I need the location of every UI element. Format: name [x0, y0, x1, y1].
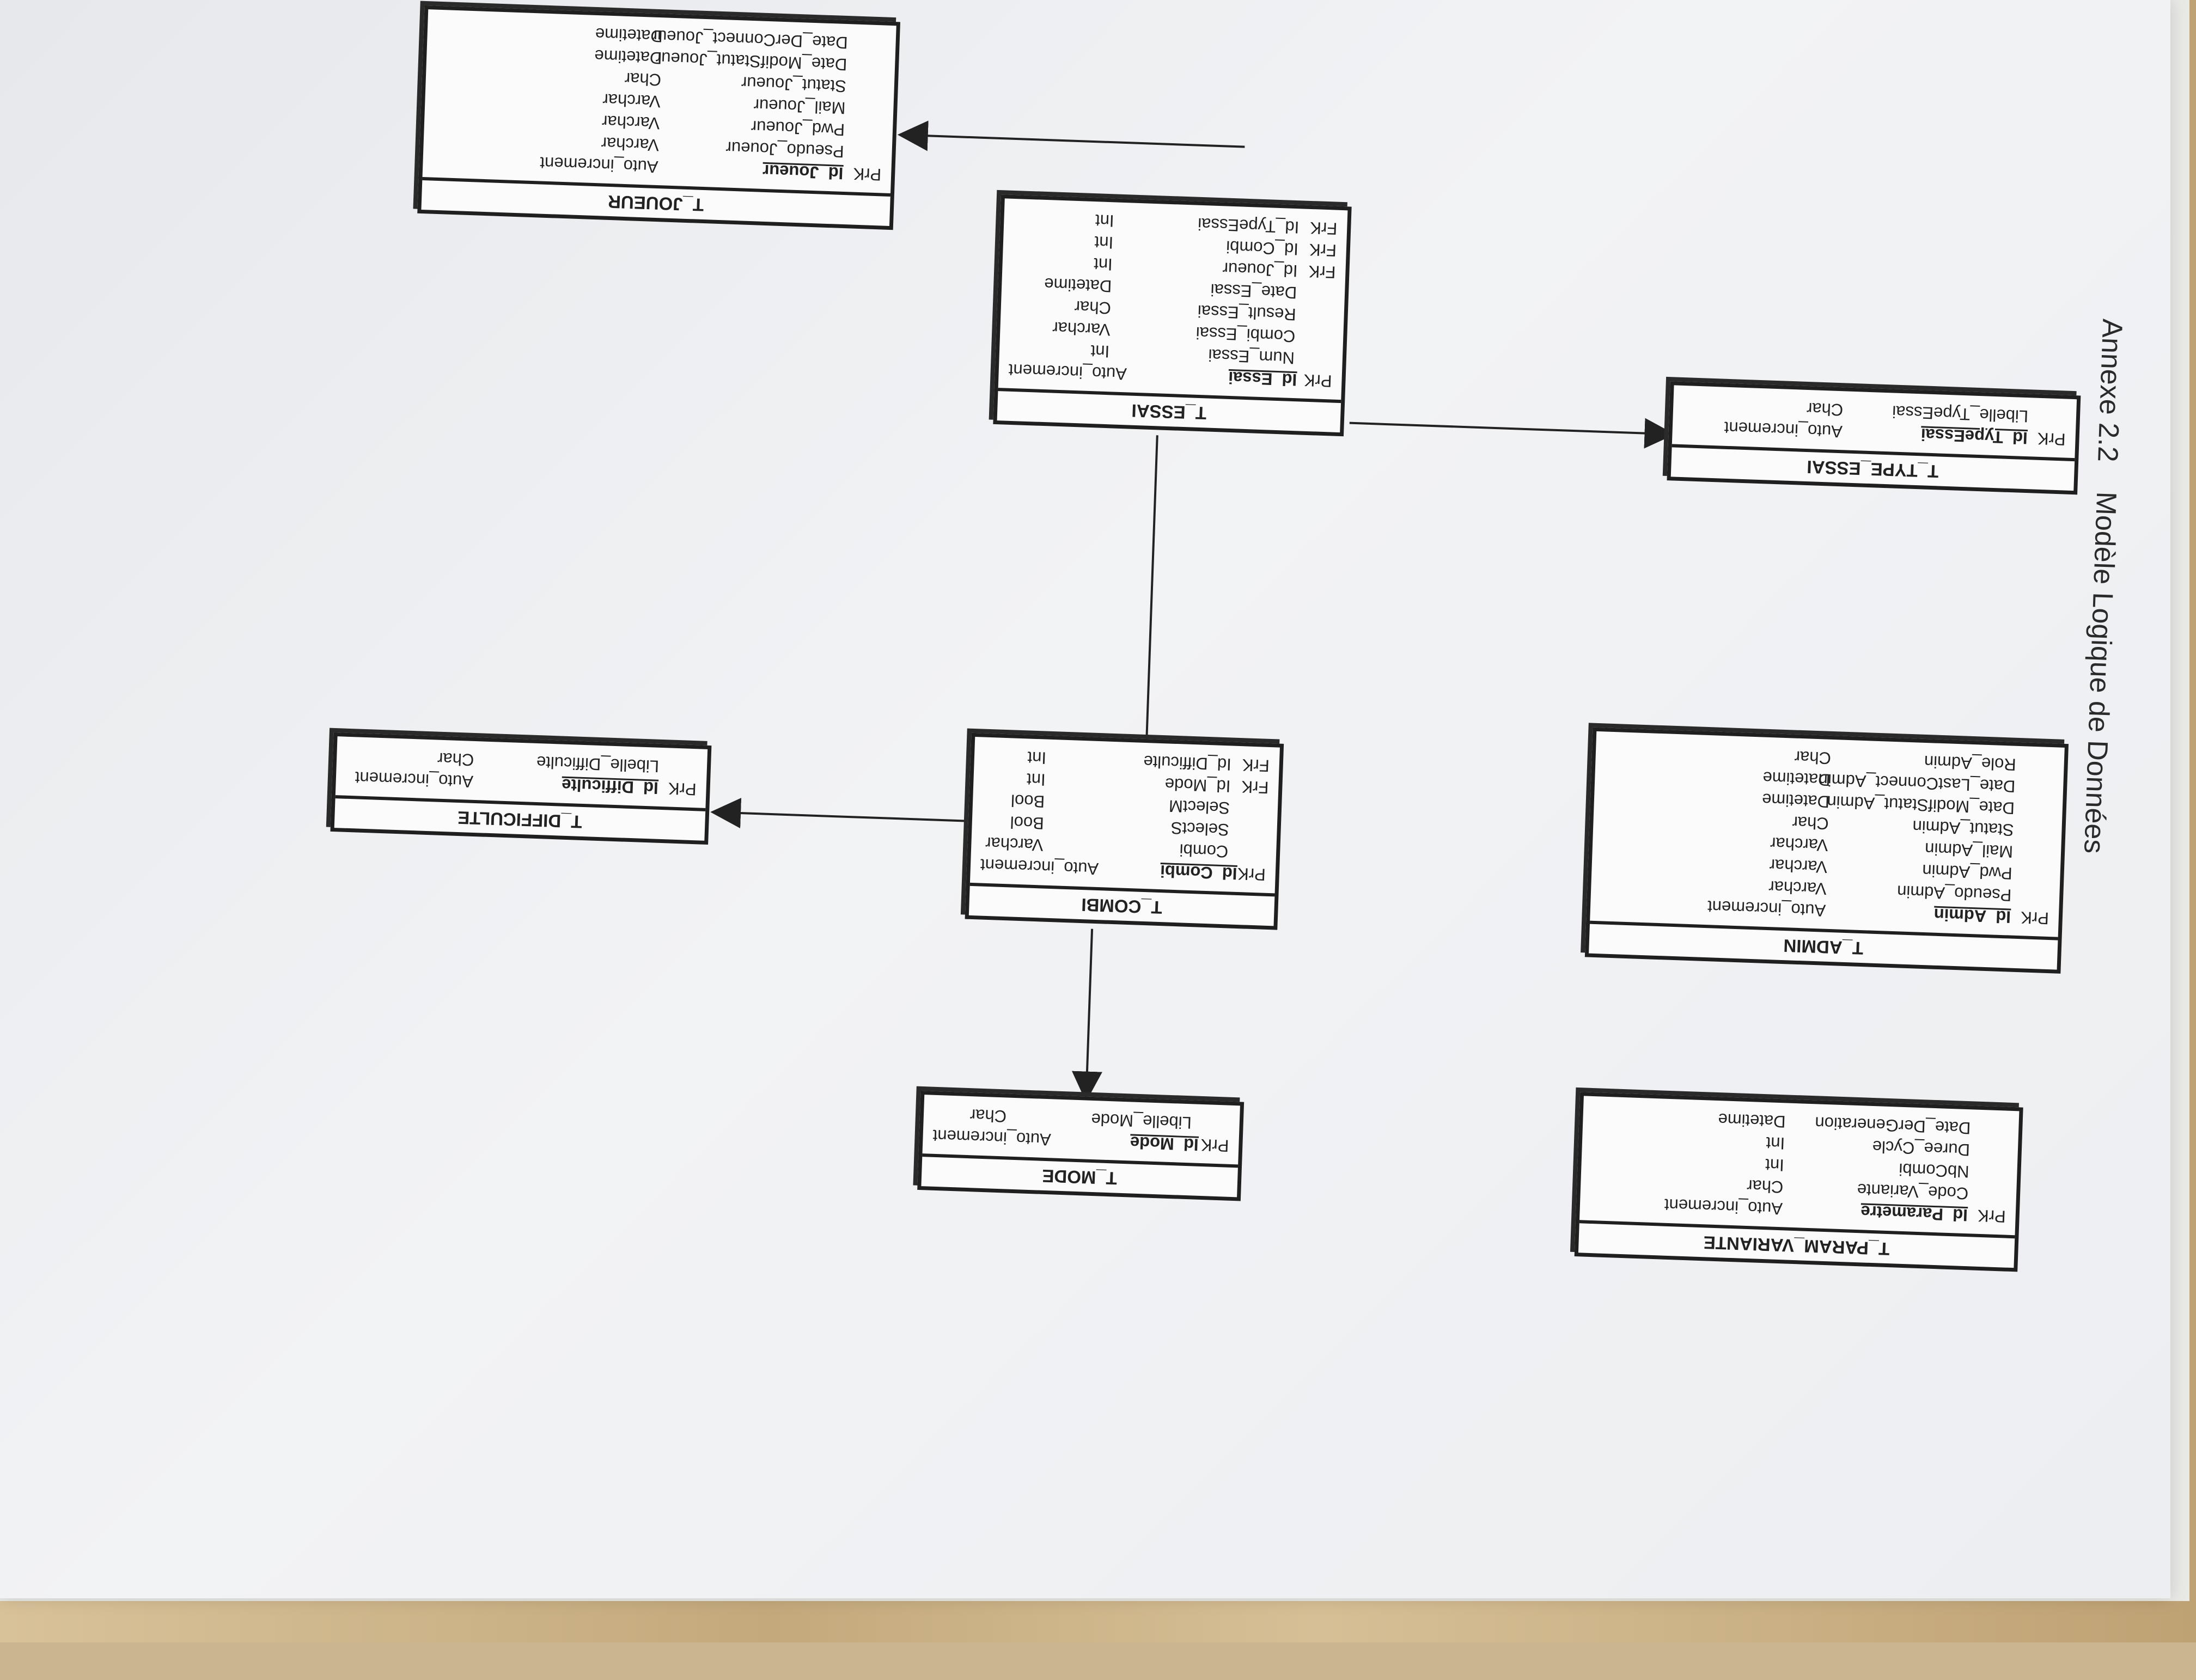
- key-flag: [1969, 1160, 2008, 1183]
- column-type: Int: [1094, 233, 1114, 253]
- column-type: Auto_increment: [980, 855, 1099, 879]
- key-flag: [1228, 840, 1267, 863]
- link-combi-mode: [1071, 928, 1102, 1102]
- column-type: Varchar: [1052, 318, 1111, 340]
- key-flag: [1229, 797, 1268, 820]
- key-flag: [844, 140, 882, 163]
- column-type: Auto_increment: [1008, 360, 1127, 384]
- key-flag: PrK: [1237, 864, 1266, 884]
- key-flag: [2028, 405, 2066, 428]
- column-type: Datetime: [1044, 274, 1112, 296]
- key-flag: [2011, 884, 2050, 907]
- key-flag: PrK: [1303, 370, 1333, 391]
- column-type: Int: [1090, 341, 1110, 362]
- key-flag: [847, 32, 886, 54]
- column-type: Int: [1027, 748, 1047, 768]
- key-flag: [1296, 282, 1335, 304]
- key-flag: [1968, 1182, 2006, 1205]
- key-flag: PrK: [2020, 908, 2049, 928]
- link-essai-combi: [1131, 435, 1162, 774]
- key-flag: [2012, 841, 2051, 864]
- key-flag: [846, 75, 884, 98]
- key-flag: [1969, 1139, 2008, 1162]
- column-type: Char: [437, 749, 474, 769]
- key-flag: FrK: [1309, 218, 1338, 239]
- column-type: Int: [1093, 254, 1113, 274]
- key-flag: [1229, 818, 1267, 841]
- column-type: Char: [1074, 297, 1112, 318]
- key-flag: PrK: [852, 164, 882, 185]
- key-flag: PrK: [1977, 1206, 2006, 1226]
- key-flag: [1971, 1117, 2009, 1140]
- column-type: Varchar: [985, 833, 1044, 855]
- key-flag: [2016, 754, 2054, 777]
- key-flag: PrK: [2037, 429, 2066, 449]
- link-essai-typeessai: [1349, 418, 1675, 449]
- key-flag: [1191, 1111, 1230, 1134]
- key-flag: FrK: [1241, 777, 1269, 797]
- key-flag: [847, 53, 886, 76]
- column-type: Char: [969, 1105, 1007, 1126]
- column-type: Int: [1026, 769, 1046, 790]
- key-flag: [2012, 863, 2051, 885]
- key-flag: FrK: [1242, 755, 1270, 775]
- key-flag: [658, 755, 697, 778]
- link-essai-joueur: [897, 120, 1245, 151]
- key-flag: FrK: [1309, 240, 1337, 260]
- key-flag: [2014, 819, 2052, 842]
- key-flag: PrK: [668, 779, 697, 799]
- column-type: Int: [1095, 211, 1115, 231]
- key-flag: [1294, 347, 1333, 370]
- key-flag: [1295, 325, 1334, 348]
- key-flag: PrK: [1200, 1135, 1229, 1156]
- column-type: Auto_increment: [355, 768, 474, 791]
- key-flag: [2014, 797, 2053, 820]
- key-flag: [2015, 775, 2054, 798]
- key-flag: [845, 97, 884, 120]
- key-flag: [844, 119, 883, 142]
- key-flag: [1296, 303, 1334, 326]
- column-type: Bool: [1010, 791, 1045, 811]
- column-type: Auto_increment: [932, 1126, 1052, 1150]
- column-type: Bool: [1010, 812, 1045, 833]
- key-flag: FrK: [1308, 261, 1337, 282]
